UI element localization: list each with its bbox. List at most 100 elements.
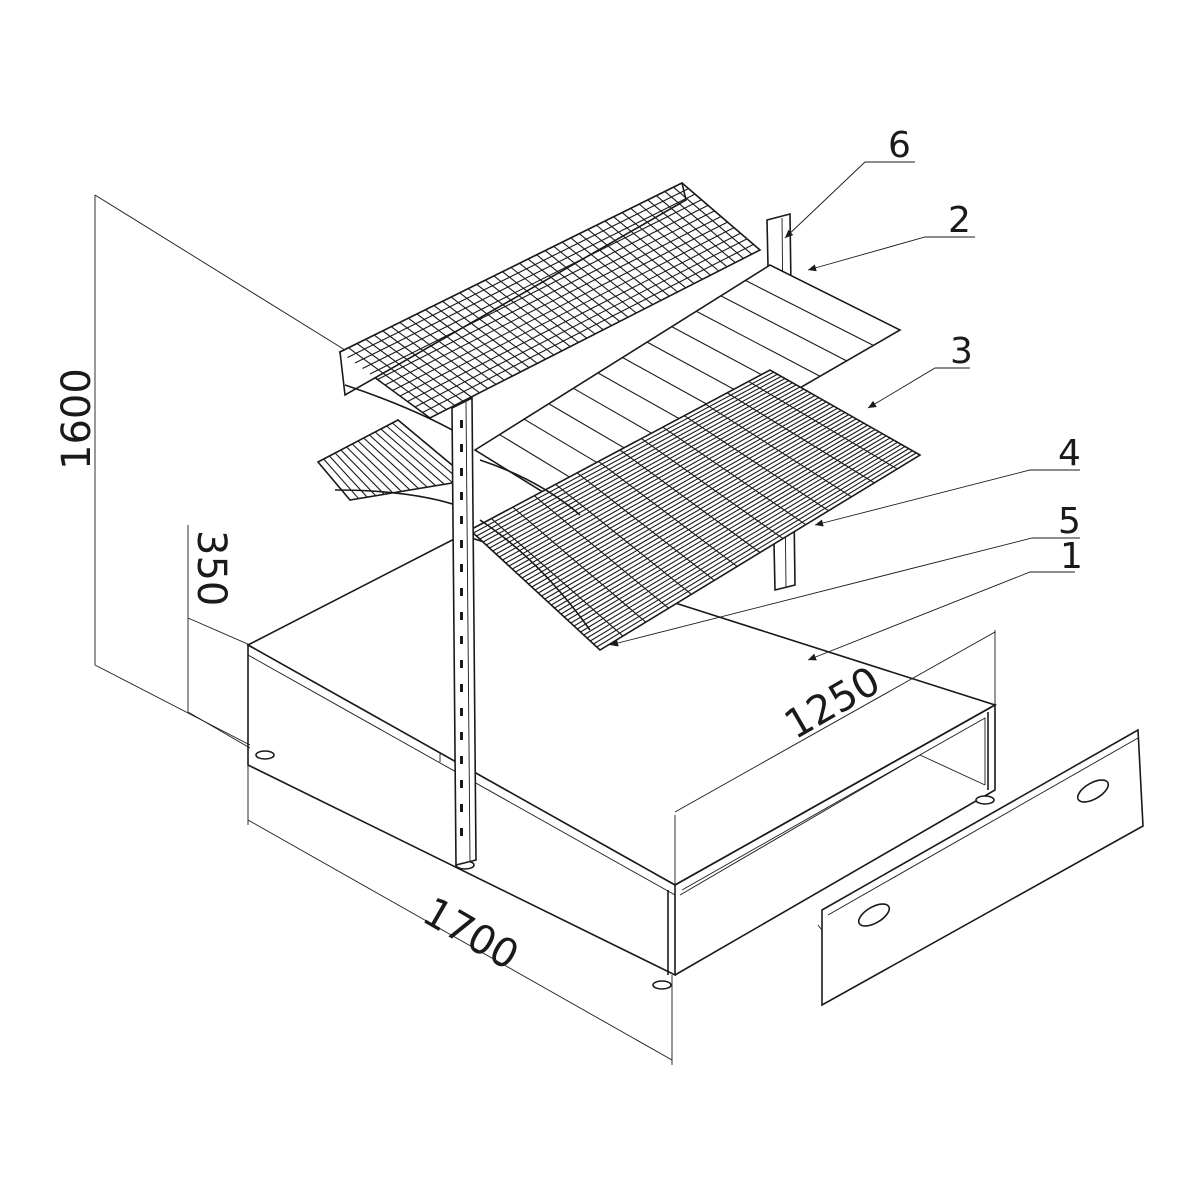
base-height-label: 350 — [188, 530, 234, 606]
shelf-wire — [720, 295, 847, 362]
callout-3-label: 3 — [950, 331, 973, 372]
post-slot — [460, 804, 463, 812]
shelf-wire — [593, 450, 913, 645]
shelf-wire — [362, 199, 702, 369]
right-lower-shelf — [468, 369, 922, 651]
post-slot — [460, 828, 463, 836]
shelf-wire — [563, 431, 880, 618]
shelf-wire — [351, 443, 402, 492]
shelf-wire — [515, 399, 823, 573]
shelf-wire — [511, 397, 820, 570]
post-slot — [460, 444, 463, 452]
callout-1: 1 — [807, 536, 1083, 661]
post-slot — [460, 468, 463, 476]
shelf-wire — [347, 188, 689, 358]
shelf-wire — [384, 216, 722, 386]
shelf-wire — [531, 409, 842, 588]
shelf-wire — [323, 458, 359, 499]
shelf-wire — [505, 392, 812, 564]
shelf-wire — [567, 433, 883, 621]
left-lower-shelf — [316, 419, 472, 501]
post-slot — [460, 780, 463, 788]
shelf-wire — [537, 414, 850, 594]
shelf-wire — [485, 380, 790, 546]
shelf-wire — [550, 422, 865, 606]
post-slot — [460, 732, 463, 740]
shelf-wire — [534, 412, 846, 591]
shelf-wire — [472, 371, 775, 534]
shelf-wire — [489, 382, 793, 549]
shelf-wire — [374, 431, 437, 487]
front-post — [451, 396, 477, 867]
height-label: 1600 — [54, 368, 100, 470]
shelf-wire — [363, 437, 419, 489]
shelf-wire — [334, 452, 377, 497]
shelf-wire — [554, 424, 868, 609]
shelf-wire — [377, 210, 715, 380]
post-slot — [460, 636, 463, 644]
post-slot — [460, 564, 463, 572]
post-slot — [460, 612, 463, 620]
callout-5-label: 5 — [1058, 501, 1081, 542]
shelf-wire — [357, 440, 411, 491]
callout-5: 5 — [609, 501, 1081, 647]
shelf-wire — [547, 420, 861, 603]
shelf-wire — [589, 448, 910, 642]
callout-2-label: 2 — [948, 200, 971, 241]
shelf-wire — [560, 429, 876, 615]
shelf-wire — [391, 422, 462, 482]
shelf-wire — [407, 232, 741, 402]
shelf-wire — [340, 449, 385, 495]
post-slot — [460, 684, 463, 692]
shelf-wire — [498, 388, 805, 558]
shelf-wire — [354, 193, 696, 364]
shelf-wire — [521, 403, 831, 579]
shelf-wire — [524, 405, 835, 582]
shelf-wire — [745, 279, 874, 346]
shelf-wire — [482, 378, 786, 543]
front-panel — [817, 728, 1144, 1007]
callout-6-label: 6 — [888, 125, 911, 166]
shelf-wire — [541, 416, 853, 597]
post-slot — [460, 708, 463, 716]
shelf-wire — [502, 390, 808, 561]
post-slot — [460, 660, 463, 668]
shelf-wire — [414, 238, 748, 408]
shelf-wire — [580, 441, 898, 633]
callout-2: 2 — [807, 200, 975, 272]
shelf-wire — [346, 446, 394, 494]
callout-1-label: 1 — [1060, 536, 1083, 577]
shelf-wire — [544, 418, 857, 600]
shelf-wire — [380, 428, 445, 485]
callout-6: 6 — [784, 125, 915, 239]
post-slot — [460, 540, 463, 548]
width-label: 1700 — [415, 889, 526, 980]
upper-shelf — [338, 181, 762, 419]
bracket-curve — [479, 519, 591, 631]
shelf-wire — [576, 439, 895, 630]
shelf-wire — [583, 443, 902, 636]
shelf-wire — [479, 375, 782, 540]
shelf-wire — [586, 446, 906, 639]
shelf-wire — [518, 401, 827, 576]
shelf-wire — [386, 425, 454, 484]
callout-4: 4 — [814, 433, 1081, 527]
shelf-wire — [557, 426, 872, 612]
shelf-wire — [573, 437, 891, 627]
dimension-height: 1600 — [54, 194, 346, 746]
shelf-wire — [508, 395, 816, 567]
callout-4-label: 4 — [1058, 433, 1081, 474]
shelf-wire — [528, 407, 838, 585]
shelf-wire — [495, 386, 801, 555]
callout-3: 3 — [867, 331, 973, 409]
shelf-wire — [422, 243, 754, 413]
bracket-curve — [479, 459, 581, 516]
shelf-wire — [369, 434, 428, 488]
shelf-wire — [596, 452, 917, 648]
shelf-wire — [392, 221, 728, 391]
shelf-wire — [369, 204, 709, 375]
shelf-wire — [570, 435, 887, 624]
post-slot — [460, 588, 463, 596]
dimension-base-height: 350 — [187, 525, 251, 749]
